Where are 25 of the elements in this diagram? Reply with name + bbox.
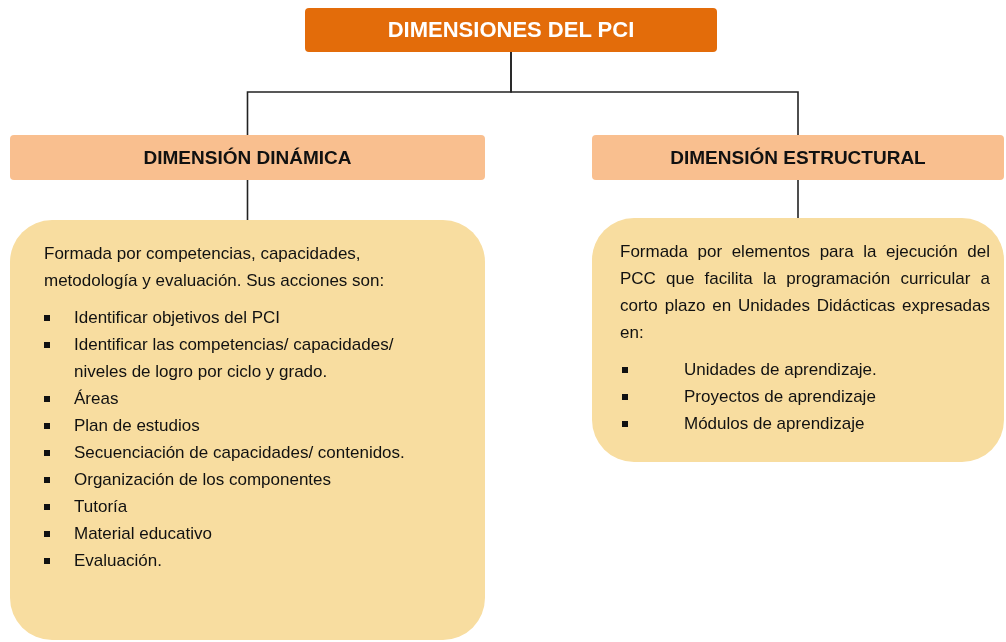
bullet-item: Secuenciación de capacidades/ contenidos. — [44, 439, 451, 466]
bullet-item: Proyectos de aprendizaje — [620, 383, 990, 410]
heading-text: DIMENSIÓN ESTRUCTURAL — [670, 146, 926, 169]
title-text: DIMENSIONES DEL PCI — [387, 17, 635, 43]
bullet-item: Módulos de aprendizaje — [620, 410, 990, 437]
connector-line — [797, 179, 799, 219]
bullet-item: Evaluación. — [44, 547, 451, 574]
heading-box — [10, 135, 485, 180]
bullet-item: Áreas — [44, 385, 451, 412]
heading-text: DIMENSIÓN DINÁMICA — [143, 146, 352, 169]
bullet-item: Unidades de aprendizaje. — [620, 356, 990, 383]
bullet-item: Material educativo — [44, 520, 451, 547]
heading-box — [592, 135, 1004, 180]
bullet-item: Identificar las competencias/ capacidades/ niveles de logro por ciclo y grado. — [44, 331, 451, 385]
description-card — [10, 220, 485, 640]
connector-line — [510, 51, 799, 136]
bullet-item: Plan de estudios — [44, 412, 451, 439]
bullet-item: Organización de los componentes — [44, 466, 451, 493]
description-text: Formada por competencias, capacidades, metodología y evaluación. Sus acciones son: — [44, 243, 386, 292]
description-text: Formada por elementos para la ejecución del PCC que facilita la programación curricular a corto plazo en Unidades Didácticas expresadas en: — [620, 241, 990, 344]
title-box — [305, 8, 717, 52]
connector-line — [246, 179, 249, 221]
bullet-item: Tutoría — [44, 493, 451, 520]
bullet-item: Identificar objetivos del PCI — [44, 304, 451, 331]
description-card — [592, 218, 1004, 462]
